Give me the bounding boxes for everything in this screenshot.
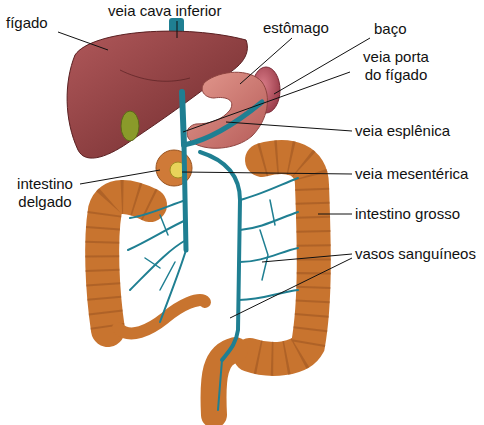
part-label: veia mesentérica (355, 165, 468, 183)
part-label: veia cava inferior (108, 2, 221, 20)
part-label: vasos sanguíneos (355, 245, 476, 263)
part-label: intestino grosso (355, 205, 460, 223)
part-label: fígado (6, 14, 48, 32)
blood-vessels (128, 92, 298, 410)
large-intestine (102, 197, 150, 330)
part-label: intestino delgado (4, 175, 86, 211)
leader-lines (58, 21, 370, 318)
gallbladder (121, 111, 139, 141)
part-label: veia esplênica (355, 122, 450, 140)
part-label: estômago (263, 19, 329, 37)
part-label: baço (374, 20, 407, 38)
part-label: veia porta do fígado (355, 48, 437, 84)
